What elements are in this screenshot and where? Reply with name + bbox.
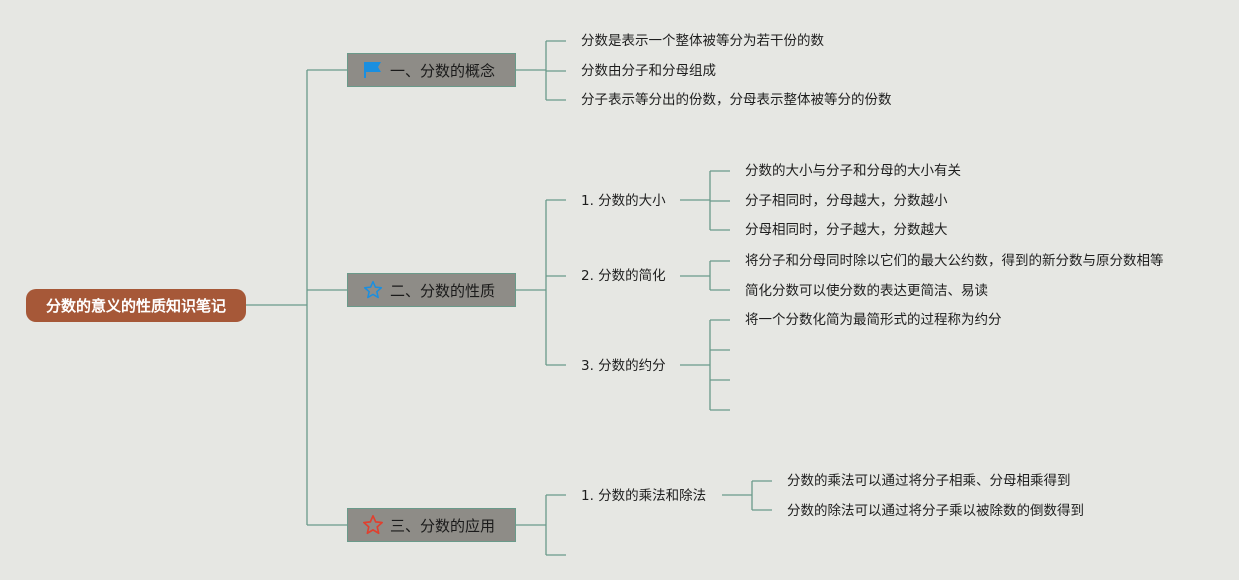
connector-sub-2-3: [680, 319, 730, 411]
subtopic-reduce[interactable]: 3. 分数的约分: [581, 358, 666, 374]
topic-label: 三、分数的应用: [390, 516, 496, 535]
leaf-node[interactable]: 分数是表示一个整体被等分为若干份的数: [581, 33, 824, 49]
leaf-node[interactable]: 分子相同时，分母越大，分数越小: [745, 193, 948, 209]
leaf-node[interactable]: 分数由分子和分母组成: [581, 63, 716, 79]
topic-properties[interactable]: 二、分数的性质: [347, 273, 516, 307]
leaf-node[interactable]: 将一个分数化简为最简形式的过程称为约分: [745, 312, 1002, 328]
leaf-node[interactable]: 将分子和分母同时除以它们的最大公约数，得到的新分数与原分数相等: [745, 253, 1164, 269]
flag-icon: [362, 59, 384, 81]
connector-topic-1: [516, 40, 566, 101]
connector-topic-2: [516, 199, 566, 366]
root-topic[interactable]: 分数的意义的性质知识笔记: [26, 289, 246, 322]
root-title: 分数的意义的性质知识笔记: [45, 297, 226, 315]
topic-application[interactable]: 三、分数的应用: [347, 508, 516, 542]
subtopic-simplify[interactable]: 2. 分数的简化: [581, 268, 666, 284]
subtopic-size[interactable]: 1. 分数的大小: [581, 193, 666, 209]
leaf-node[interactable]: 分数的除法可以通过将分子乘以被除数的倒数得到: [787, 503, 1084, 519]
connector-sub-2-1: [680, 170, 730, 231]
connector-root: [246, 69, 347, 526]
subtopic-multiply-divide[interactable]: 1. 分数的乘法和除法: [581, 488, 707, 504]
star-outline-blue-icon: [362, 279, 384, 301]
leaf-node[interactable]: 简化分数可以使分数的表达更简洁、易读: [745, 283, 988, 299]
topic-label: 二、分数的性质: [390, 281, 496, 300]
connector-sub-2-2: [680, 260, 730, 291]
star-outline-red-icon: [362, 514, 384, 536]
leaf-node[interactable]: 分母相同时，分子越大，分数越大: [745, 222, 948, 238]
connector-sub-3-1: [722, 480, 772, 511]
connector-topic-3: [516, 494, 566, 556]
leaf-node[interactable]: 分数的大小与分子和分母的大小有关: [745, 163, 961, 179]
leaf-node[interactable]: 分数的乘法可以通过将分子相乘、分母相乘得到: [787, 473, 1071, 489]
topic-label: 一、分数的概念: [390, 61, 496, 80]
topic-concept[interactable]: 一、分数的概念: [347, 53, 516, 87]
leaf-node[interactable]: 分子表示等分出的份数，分母表示整体被等分的份数: [581, 92, 892, 108]
